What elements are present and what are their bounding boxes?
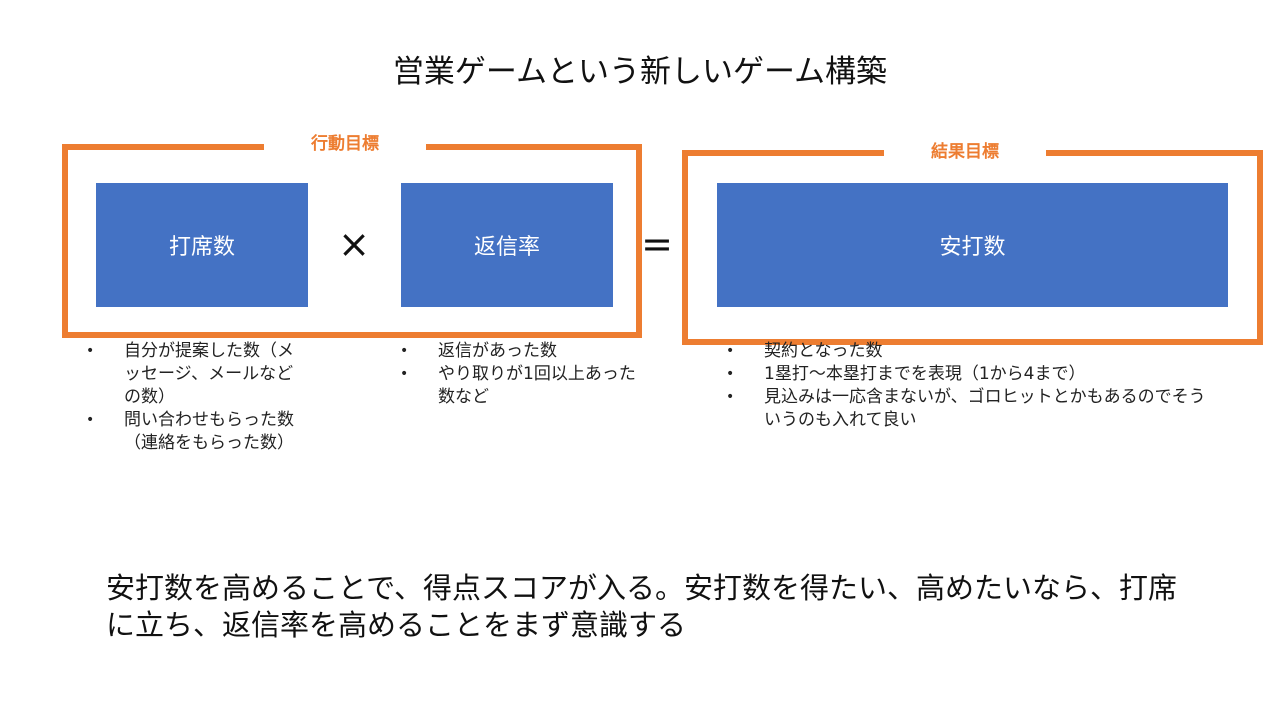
reply-rate-notes: 返信があった数 やり取りが1回以上あった数など (400, 340, 640, 409)
multiply-sign: × (338, 222, 370, 266)
slide-title: 営業ゲームという新しいゲーム構築 (392, 54, 888, 90)
note-item: 返信があった数 (400, 340, 640, 363)
hits-box: 安打数 (717, 183, 1228, 307)
reply-rate-box: 返信率 (401, 183, 613, 307)
at-bats-notes: 自分が提案した数（メッセージ、メールなどの数） 問い合わせもらった数（連絡をもら… (86, 340, 308, 455)
note-item: やり取りが1回以上あった数など (400, 363, 640, 409)
action-goal-label: 行動目標 (264, 132, 426, 156)
result-goal-label: 結果目標 (884, 140, 1046, 164)
note-item: 見込みは一応含まないが、ゴロヒットとかもあるのでそういうのも入れて良い (726, 386, 1216, 432)
at-bats-box: 打席数 (96, 183, 308, 307)
hits-notes: 契約となった数 1塁打〜本塁打までを表現（1から4まで） 見込みは一応含まないが… (726, 340, 1216, 432)
note-item: 自分が提案した数（メッセージ、メールなどの数） (86, 340, 308, 409)
equals-sign: = (641, 222, 673, 266)
note-item: 1塁打〜本塁打までを表現（1から4まで） (726, 363, 1216, 386)
note-item: 契約となった数 (726, 340, 1216, 363)
note-item: 問い合わせもらった数（連絡をもらった数） (86, 409, 308, 455)
summary-text: 安打数を高めることで、得点スコアが入る。安打数を得たい、高めたいなら、打席に立ち… (106, 571, 1177, 642)
